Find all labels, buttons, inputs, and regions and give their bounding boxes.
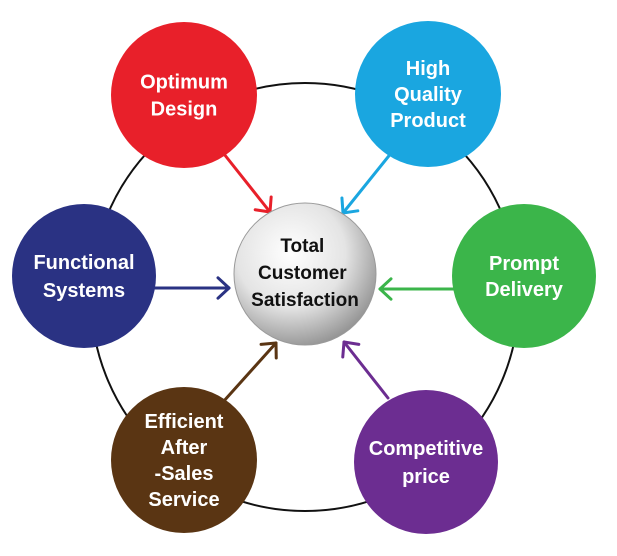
node-label-line: Design — [151, 99, 218, 121]
node-circle — [111, 22, 257, 168]
center-label-line-2: Customer — [258, 263, 347, 284]
arrow-head — [378, 277, 393, 301]
node-label-line: Delivery — [485, 279, 564, 301]
center-label-line-1: Total — [280, 236, 324, 257]
arrows — [153, 150, 458, 404]
node-circle — [355, 21, 501, 167]
arrow-functional-systems — [153, 276, 231, 300]
node-label-line: Competitive — [369, 438, 483, 460]
node-circle — [111, 387, 257, 533]
arrow-efficient-after-sales — [221, 341, 278, 404]
node-label-line: -Sales — [155, 463, 214, 485]
arrow-shaft — [221, 341, 278, 404]
node-label-line: Optimum — [140, 72, 228, 94]
node-label-line: Systems — [43, 280, 125, 302]
arrow-high-quality-product — [340, 150, 394, 215]
arrow-head — [341, 340, 361, 359]
node-label-line: Product — [390, 110, 466, 132]
node-circle — [12, 204, 156, 348]
arrow-competitive-price — [341, 340, 390, 400]
node-label-line: Quality — [394, 84, 463, 106]
arrow-shaft — [341, 150, 394, 215]
node-circle — [452, 204, 596, 348]
node-label-line: High — [406, 58, 450, 80]
arrow-shaft — [222, 152, 272, 214]
arrow-shaft — [342, 340, 390, 400]
arrow-optimum-design — [222, 152, 273, 214]
center-node: Total Customer Satisfaction — [233, 202, 377, 346]
center-circle — [233, 202, 377, 346]
node-label-line: Efficient — [145, 411, 224, 433]
center-label: Total Customer Satisfaction — [251, 236, 359, 311]
node-label-line: After — [161, 437, 208, 459]
node-label-line: Functional — [33, 252, 134, 274]
center-label-line-3: Satisfaction — [251, 290, 359, 311]
arrow-prompt-delivery — [378, 277, 458, 301]
node-circle — [354, 390, 498, 534]
node-label-line: Prompt — [489, 253, 559, 275]
arrow-head — [216, 276, 231, 300]
node-label-line: price — [402, 466, 450, 488]
node-label-line: Service — [148, 489, 219, 511]
arrow-head — [259, 341, 278, 360]
node-competitive-price: Competitive price — [354, 390, 498, 534]
arrow-head — [340, 196, 360, 215]
node-label: Competitive price — [369, 438, 483, 488]
